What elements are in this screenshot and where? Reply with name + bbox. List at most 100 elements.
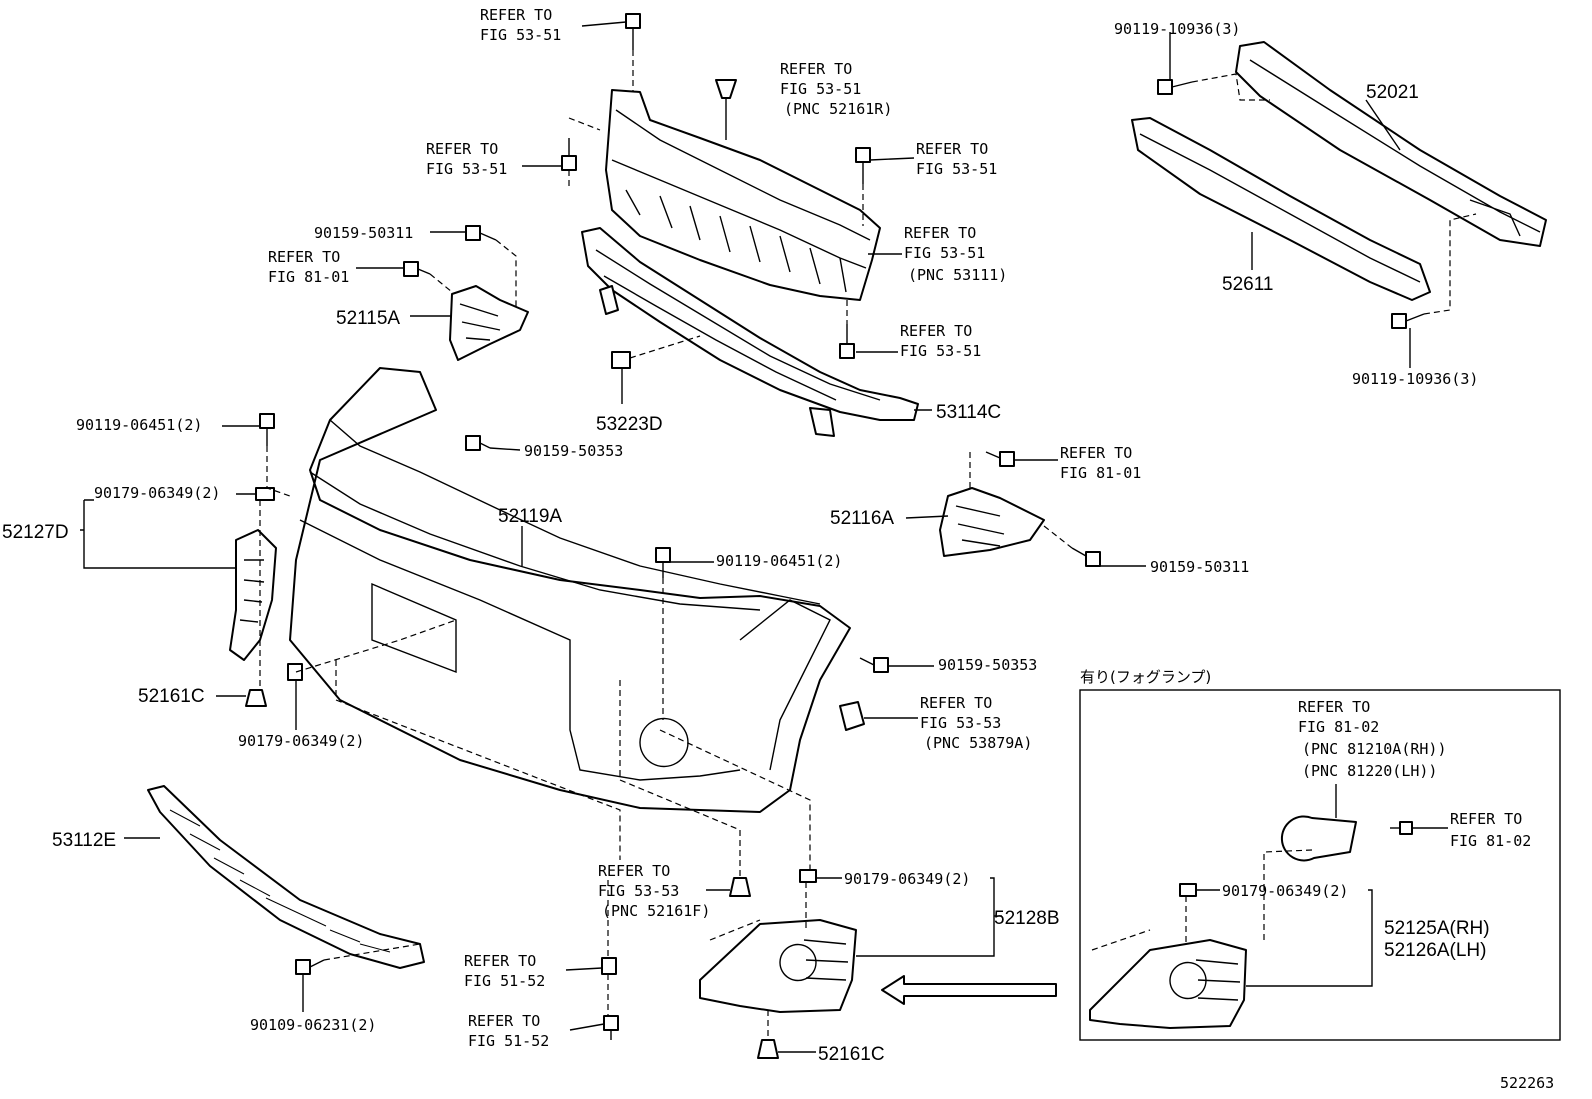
part-52161C-bottom: 52161C: [818, 1044, 885, 1065]
ref-51-52-b-line1: REFER TO: [468, 1012, 540, 1030]
ref-81-01-right-line2: FIG 81-01: [1060, 464, 1141, 482]
bracket-52115A: [449, 285, 529, 361]
clip-icon: [245, 689, 267, 707]
clip-icon: [839, 701, 865, 731]
clip-icon: [287, 663, 303, 681]
text-labels: REFER TO FIG 53-51 REFER TO FIG 53-51 (P…: [2, 6, 1554, 1092]
ref-clip-line3: (PNC 52161R): [784, 100, 892, 118]
bracket-52116A: [939, 487, 1045, 557]
ref-81-02-lamp-line1: REFER TO: [1298, 698, 1370, 716]
part-90179-06349-bottom: 90179-06349(2): [238, 732, 364, 750]
bolt-icon: [855, 147, 871, 184]
lower-mesh-53112E: [147, 785, 425, 969]
ref-right-bolt-line1: REFER TO: [916, 140, 988, 158]
direction-arrow-icon: [881, 975, 1057, 1005]
ref-81-02-screw-line2: FIG 81-02: [1450, 832, 1531, 850]
clip-icon: [611, 351, 631, 369]
ref-53-53-bottom-line2: FIG 53-53: [598, 882, 679, 900]
upper-grille-retainer: [605, 89, 881, 301]
part-90119-06451-left: 90119-06451(2): [76, 416, 202, 434]
bumper-cover-52119A: [289, 367, 851, 813]
part-52125A-RH: 52125A(RH): [1384, 918, 1490, 939]
part-52126A-LH: 52126A(LH): [1384, 940, 1486, 961]
clip-icon: [799, 869, 817, 883]
ref-grille-line1: REFER TO: [904, 224, 976, 242]
part-90119-06451-center: 90119-06451(2): [716, 552, 842, 570]
ref-51-52-a-line1: REFER TO: [464, 952, 536, 970]
ref-53-53-side-line2: FIG 53-53: [920, 714, 1001, 732]
clip-icon: [601, 957, 617, 975]
bolt-icon: [465, 225, 497, 241]
ref-lower-bolt-line1: REFER TO: [900, 322, 972, 340]
bolt-icon: [839, 324, 855, 359]
part-90119-10936-top: 90119-10936(3): [1114, 20, 1240, 38]
ref-53-53-bottom-line3: (PNC 52161F): [602, 902, 710, 920]
ref-grille-line2: FIG 53-51: [904, 244, 985, 262]
ref-81-01-left-line1: REFER TO: [268, 248, 340, 266]
bolt-icon: [1071, 547, 1101, 567]
ref-53-53-bottom-line1: REFER TO: [598, 862, 670, 880]
bolt-icon: [859, 657, 889, 673]
part-90159-50311-right: 90159-50311: [1150, 558, 1249, 576]
part-90179-06349-box: 90179-06349(2): [1222, 882, 1348, 900]
bolt-icon: [1157, 79, 1193, 95]
bolt-icon: [985, 451, 1015, 467]
ref-top-line1: REFER TO: [480, 6, 552, 24]
part-53112E: 53112E: [52, 830, 116, 851]
clip-icon: [1179, 883, 1197, 897]
part-90159-50311-left: 90159-50311: [314, 224, 413, 242]
ref-81-01-left-line2: FIG 81-01: [268, 268, 349, 286]
ref-81-01-right-line1: REFER TO: [1060, 444, 1132, 462]
absorber-52611: [1131, 117, 1431, 301]
ref-top-line2: FIG 53-51: [480, 26, 561, 44]
fog-lamp-box: [1079, 689, 1561, 1041]
part-53114C: 53114C: [936, 402, 1001, 423]
ref-53-53-side-line1: REFER TO: [920, 694, 992, 712]
clip-icon: [757, 1039, 779, 1059]
reinforcement-52021: [1235, 41, 1547, 247]
part-52128B: 52128B: [994, 908, 1060, 929]
ref-right-bolt-line2: FIG 53-51: [916, 160, 997, 178]
ref-51-52-b-line2: FIG 51-52: [468, 1032, 549, 1050]
part-90119-10936-bottom: 90119-10936(3): [1352, 370, 1478, 388]
ref-51-52-a-line2: FIG 51-52: [464, 972, 545, 990]
part-53223D: 53223D: [596, 414, 663, 435]
bolt-icon: [561, 138, 577, 171]
part-90179-06349-left: 90179-06349(2): [94, 484, 220, 502]
part-52021: 52021: [1366, 82, 1419, 103]
bolt-icon: [1390, 821, 1413, 835]
bracket-52127D: [229, 529, 277, 661]
lower-grille-53114C: [581, 227, 919, 437]
ref-grille-line3: (PNC 53111): [908, 266, 1007, 284]
bolt-icon: [655, 547, 671, 578]
part-90159-50353-top: 90159-50353: [524, 442, 623, 460]
part-52119A: 52119A: [498, 506, 562, 527]
ref-clip-line1: REFER TO: [780, 60, 852, 78]
ref-left-bolt-line1: REFER TO: [426, 140, 498, 158]
bolt-icon: [1391, 313, 1425, 329]
part-52161C-left: 52161C: [138, 686, 205, 707]
ref-81-02-lamp-line4: (PNC 81220(LH)): [1302, 762, 1437, 780]
fog-cover-52128B: [699, 919, 857, 1013]
part-90109-06231: 90109-06231(2): [250, 1016, 376, 1034]
bolt-icon: [625, 13, 641, 50]
diagram-id: 522263: [1500, 1074, 1554, 1092]
ref-left-bolt-line2: FIG 53-51: [426, 160, 507, 178]
part-52115A: 52115A: [336, 308, 400, 329]
ref-81-02-lamp-line2: FIG 81-02: [1298, 718, 1379, 736]
ref-clip-line2: FIG 53-51: [780, 80, 861, 98]
leader-lines: [80, 21, 1477, 1053]
part-90179-06349-center: 90179-06349(2): [844, 870, 970, 888]
clip-icon: [715, 79, 737, 112]
bolt-icon: [403, 261, 431, 277]
part-52127D: 52127D: [2, 522, 69, 543]
fog-box-title: 有り(フォグランプ): [1080, 668, 1211, 686]
ref-lower-bolt-line2: FIG 53-51: [900, 342, 981, 360]
ref-53-53-side-line3: (PNC 53879A): [924, 734, 1032, 752]
part-90159-50353-right: 90159-50353: [938, 656, 1037, 674]
fasteners: [245, 13, 1425, 1059]
bolt-icon: [259, 413, 275, 446]
ref-81-02-screw-line1: REFER TO: [1450, 810, 1522, 828]
bolt-icon: [465, 435, 491, 451]
